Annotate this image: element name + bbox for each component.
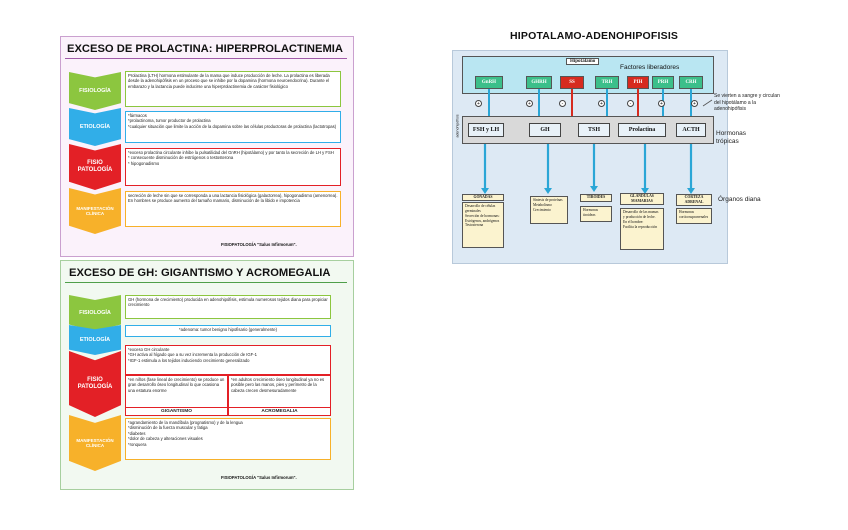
slide-footer: FISIOPATOLOGÍA "Salus Infirmorum".: [221, 242, 297, 247]
prolactina-slide: EXCESO DE PROLACTINA: HIPERPROLACTINEMIA…: [60, 36, 354, 257]
organ-mamarias-box: Desarrollo de las mamas y producción de …: [620, 208, 664, 250]
organ-mamarias-label: GLÁNDULAS MAMARIAS: [620, 193, 664, 205]
gigantismo-label: GIGANTISMO: [125, 407, 228, 416]
organ-gonadas-box: Desarrollo de células germinales Secreci…: [462, 202, 504, 248]
factor-gnrh: GnRH: [475, 76, 503, 89]
slide-footer: FISIOPATOLOGÍA "Salus Infirmorum".: [221, 475, 297, 480]
fisiopatologia-box: *exceso prolactina circulante inhibe la …: [125, 148, 341, 186]
organ-gh-box: Síntesis de proteínas Metabolismo Crecim…: [530, 196, 568, 224]
sign-trh: +: [598, 100, 605, 107]
factor-prh: PRH: [652, 76, 674, 89]
organ-gonadas-label: GONADAS: [462, 194, 504, 201]
ninos-box: *en niños (fase lineal de crecimiento) s…: [125, 375, 228, 409]
chevron-fisiopatologia: FISIO PATOLOGÍA: [69, 351, 121, 417]
acromegalia-label: ACROMEGALIA: [228, 407, 331, 416]
side-note: Se vierten a sangre y circulan del hipot…: [714, 93, 784, 113]
sign-gnrh: +: [475, 100, 482, 107]
factor-ss: SS: [560, 76, 584, 89]
sign-ghrh: +: [526, 100, 533, 107]
adultos-box: *en adultos crecimiento óseo longitudina…: [228, 375, 331, 409]
chevron-manifestacion: MANIFESTACIÓN CLÍNICA: [69, 188, 121, 234]
hormonas-label: Hormonas trópicas: [716, 130, 746, 147]
hormone-tsh: TSH: [578, 123, 610, 137]
factor-pih: PIH: [627, 76, 649, 89]
hormone-gh: GH: [529, 123, 561, 137]
title-underline: [65, 58, 347, 59]
organ-tiroides-label: TIROIDES: [580, 194, 612, 202]
sign-ss: -: [559, 100, 566, 107]
manifestacion-box: secreción de leche sin que se correspond…: [125, 191, 341, 227]
hormone-acth: ACTH: [676, 123, 706, 137]
fisiologia-box: Prolactina (LTH) hormona estimulante de …: [125, 71, 341, 107]
factor-crh: CRH: [679, 76, 703, 89]
fisiopatologia-box: *exceso GH circulante *GH activa al híga…: [125, 345, 331, 375]
gh-slide: EXCESO DE GH: GIGANTISMO Y ACROMEGALIA F…: [60, 260, 354, 490]
etiologia-box: *adenoma: tumor benigno hipofisario (gen…: [125, 325, 331, 337]
slide-title: EXCESO DE PROLACTINA: HIPERPROLACTINEMIA: [67, 43, 343, 55]
chevron-fisiologia: FISIOLOGÍA: [69, 295, 121, 331]
slide-title: EXCESO DE GH: GIGANTISMO Y ACROMEGALIA: [69, 267, 330, 279]
chevron-fisiopatologia: FISIO PATOLOGÍA: [69, 144, 121, 190]
fisiologia-box: GH (hormona de crecimiento) producida en…: [125, 295, 331, 319]
sign-crh: +: [691, 100, 698, 107]
hormone-fsh-lh: FSH y LH: [468, 123, 504, 137]
title-underline: [65, 282, 347, 283]
diagram-title: HIPOTALAMO-ADENOHIPOFISIS: [510, 30, 678, 42]
chevron-manifestacion: MANIFESTACIÓN CLÍNICA: [69, 415, 121, 471]
hipotalamo-label: Hipotálamo: [566, 58, 599, 65]
sign-prh: +: [658, 100, 665, 107]
sign-pih: -: [627, 100, 634, 107]
organos-label: Órganos diana: [718, 196, 761, 204]
chevron-etiologia: ETIOLOGÍA: [69, 325, 121, 355]
organ-adrenal-box: Hormonas corticosuprarrenales: [676, 208, 712, 224]
factores-label: Factores liberadores: [620, 64, 679, 71]
factor-trh: TRH: [595, 76, 619, 89]
etiologia-box: *fármacos *prolactinoma, tumor productor…: [125, 111, 341, 143]
organ-adrenal-label: CORTEZA ADRENAL: [676, 194, 712, 206]
manifestacion-box: *agrandamiento de la mandíbula (prognati…: [125, 418, 331, 460]
chevron-fisiologia: FISIOLOGÍA: [69, 72, 121, 110]
adenohipofisis-label: adenohipófisis: [455, 115, 459, 138]
chevron-etiologia: ETIOLOGÍA: [69, 108, 121, 146]
organ-tiroides-box: Hormonas tiroideas: [580, 206, 612, 222]
hormone-prolactina: Prolactina: [618, 123, 666, 137]
factor-ghrh: GHRH: [526, 76, 552, 89]
